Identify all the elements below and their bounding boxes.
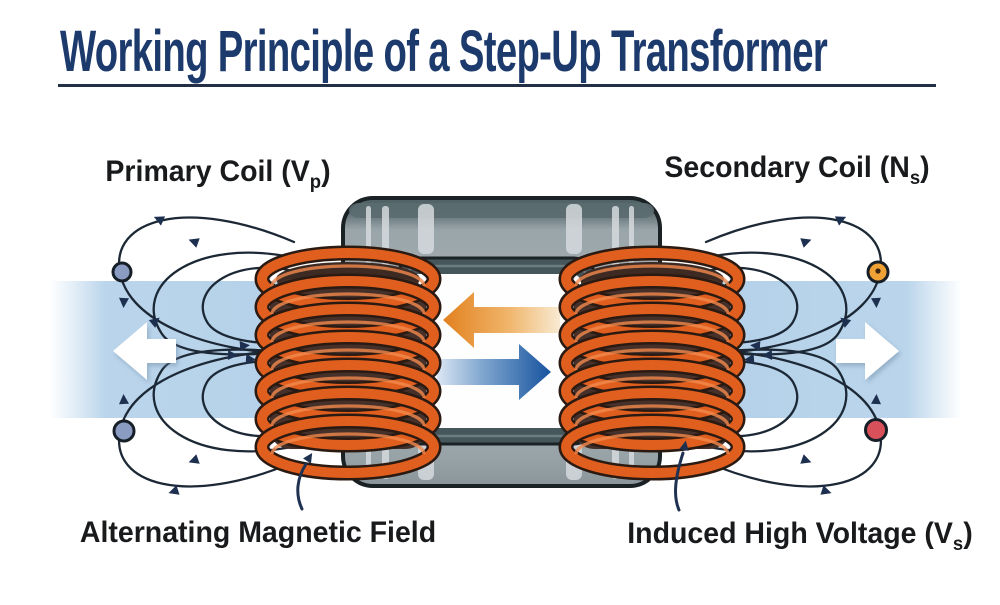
field-ball-right-bottom [864, 418, 888, 442]
page-title: Working Principle of a Step-Up Transform… [60, 19, 828, 84]
secondary-coil-label: Secondary Coil (Ns) [664, 151, 930, 189]
white-arrow-left-icon [113, 322, 176, 380]
primary-coil [262, 253, 434, 473]
field-ball-right-top [866, 260, 890, 284]
pointer-arrow-right-icon [674, 439, 691, 512]
alternating-field-label: Alternating Magnetic Field [79, 516, 437, 549]
primary-coil-label: Primary Coil (Vp) [105, 155, 331, 193]
pointer-arrow-left-icon [296, 450, 317, 511]
field-ball-left-bottom [112, 419, 136, 443]
induced-voltage-label: Induced High Voltage (Vs) [627, 517, 973, 555]
field-ball-left-top [111, 261, 133, 283]
secondary-coil [566, 253, 738, 473]
white-arrow-right-icon [836, 322, 899, 380]
title-underline [58, 84, 936, 87]
blue-arrow-right-icon [437, 344, 551, 400]
orange-arrow-left-icon [443, 292, 560, 348]
core-top-bevel [349, 203, 654, 218]
